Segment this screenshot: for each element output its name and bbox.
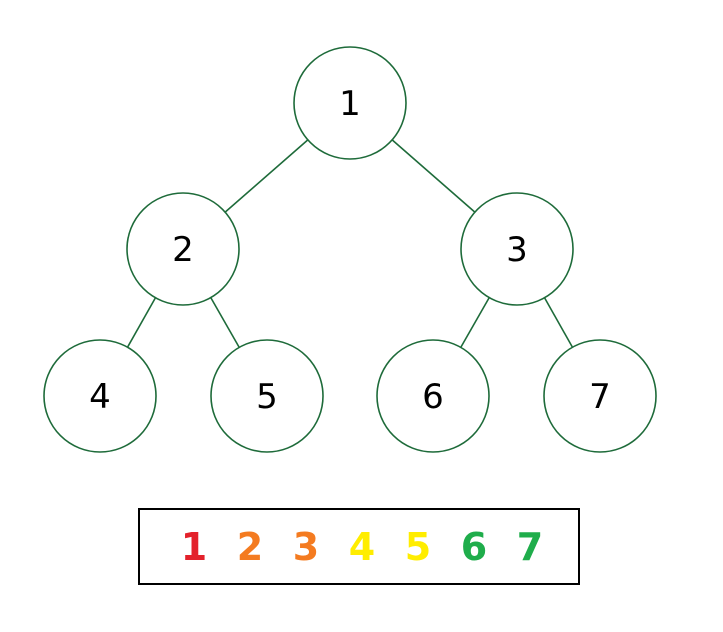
- edge-3-6: [460, 297, 490, 348]
- edge-1-3: [391, 139, 476, 213]
- tree-node-4: 4: [43, 339, 157, 453]
- node-label: 7: [589, 377, 611, 417]
- node-circle: [293, 46, 407, 160]
- edge-1-2: [224, 139, 309, 213]
- node-circle: [376, 339, 490, 453]
- tree-nodes: 1 2 3 4 5 6 7: [43, 46, 657, 453]
- array-item-1: 1: [180, 525, 208, 569]
- node-circle: [43, 339, 157, 453]
- node-circle: [460, 192, 574, 306]
- array-item-3: 3: [292, 525, 320, 569]
- node-circle: [210, 339, 324, 453]
- node-circle: [126, 192, 240, 306]
- node-circle: [543, 339, 657, 453]
- tree-node-6: 6: [376, 339, 490, 453]
- array-item-5: 5: [404, 525, 432, 569]
- node-label: 1: [339, 84, 361, 124]
- tree-edges: [126, 139, 574, 348]
- tree-node-7: 7: [543, 339, 657, 453]
- tree-node-2: 2: [126, 192, 240, 306]
- tree-node-5: 5: [210, 339, 324, 453]
- node-label: 6: [422, 377, 444, 417]
- node-label: 4: [89, 377, 111, 417]
- array-item-7: 7: [516, 525, 544, 569]
- edge-2-5: [210, 297, 240, 348]
- edge-2-4: [126, 297, 157, 348]
- array-item-4: 4: [348, 525, 376, 569]
- edge-3-7: [543, 297, 574, 348]
- tree-node-1: 1: [293, 46, 407, 160]
- array-item-2: 2: [236, 525, 264, 569]
- node-label: 2: [172, 230, 194, 270]
- array-item-6: 6: [460, 525, 488, 569]
- node-label: 5: [256, 377, 278, 417]
- tree-node-3: 3: [460, 192, 574, 306]
- array-representation-box: 1 2 3 4 5 6 7: [138, 508, 580, 585]
- node-label: 3: [506, 230, 528, 270]
- binary-tree-diagram: 1 2 3 4 5 6 7: [43, 46, 657, 453]
